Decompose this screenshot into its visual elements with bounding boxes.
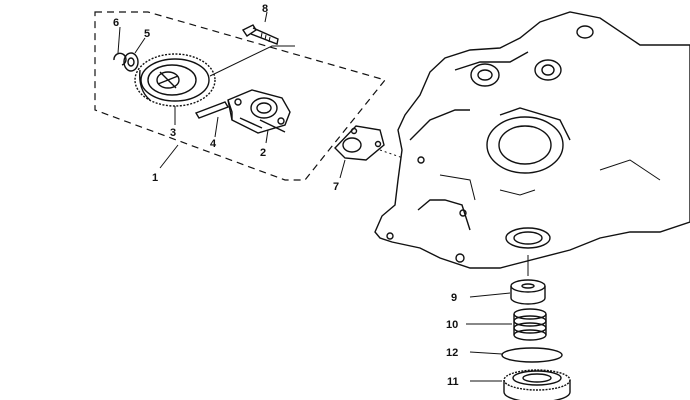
callout-11: 11 bbox=[447, 376, 459, 388]
assembly-leader-line bbox=[209, 45, 295, 77]
callout-2: 2 bbox=[260, 147, 266, 159]
callout-7: 7 bbox=[333, 181, 339, 193]
part-pump-gear bbox=[134, 53, 216, 125]
part-spring bbox=[466, 308, 547, 341]
part-bolt bbox=[241, 11, 279, 45]
callout-3: 3 bbox=[170, 127, 176, 139]
callout-4: 4 bbox=[210, 138, 217, 150]
callout-5: 5 bbox=[144, 28, 150, 40]
callout-10: 10 bbox=[446, 319, 458, 331]
part-pump-body bbox=[227, 89, 291, 144]
assembly-boundary-dashed bbox=[94, 11, 387, 181]
part-o-ring bbox=[469, 347, 563, 363]
part-1-leader bbox=[159, 144, 179, 169]
part-washer bbox=[123, 37, 146, 72]
callout-9: 9 bbox=[451, 292, 457, 304]
callout-12: 12 bbox=[446, 347, 458, 359]
part-drain-plug bbox=[469, 255, 546, 305]
callout-6: 6 bbox=[113, 17, 119, 29]
part-drain-cap bbox=[470, 369, 571, 400]
part-pin bbox=[194, 101, 230, 138]
callout-1: 1 bbox=[152, 172, 158, 184]
callout-8: 8 bbox=[262, 3, 268, 15]
part-gasket bbox=[334, 125, 385, 179]
crankcase bbox=[374, 11, 690, 269]
